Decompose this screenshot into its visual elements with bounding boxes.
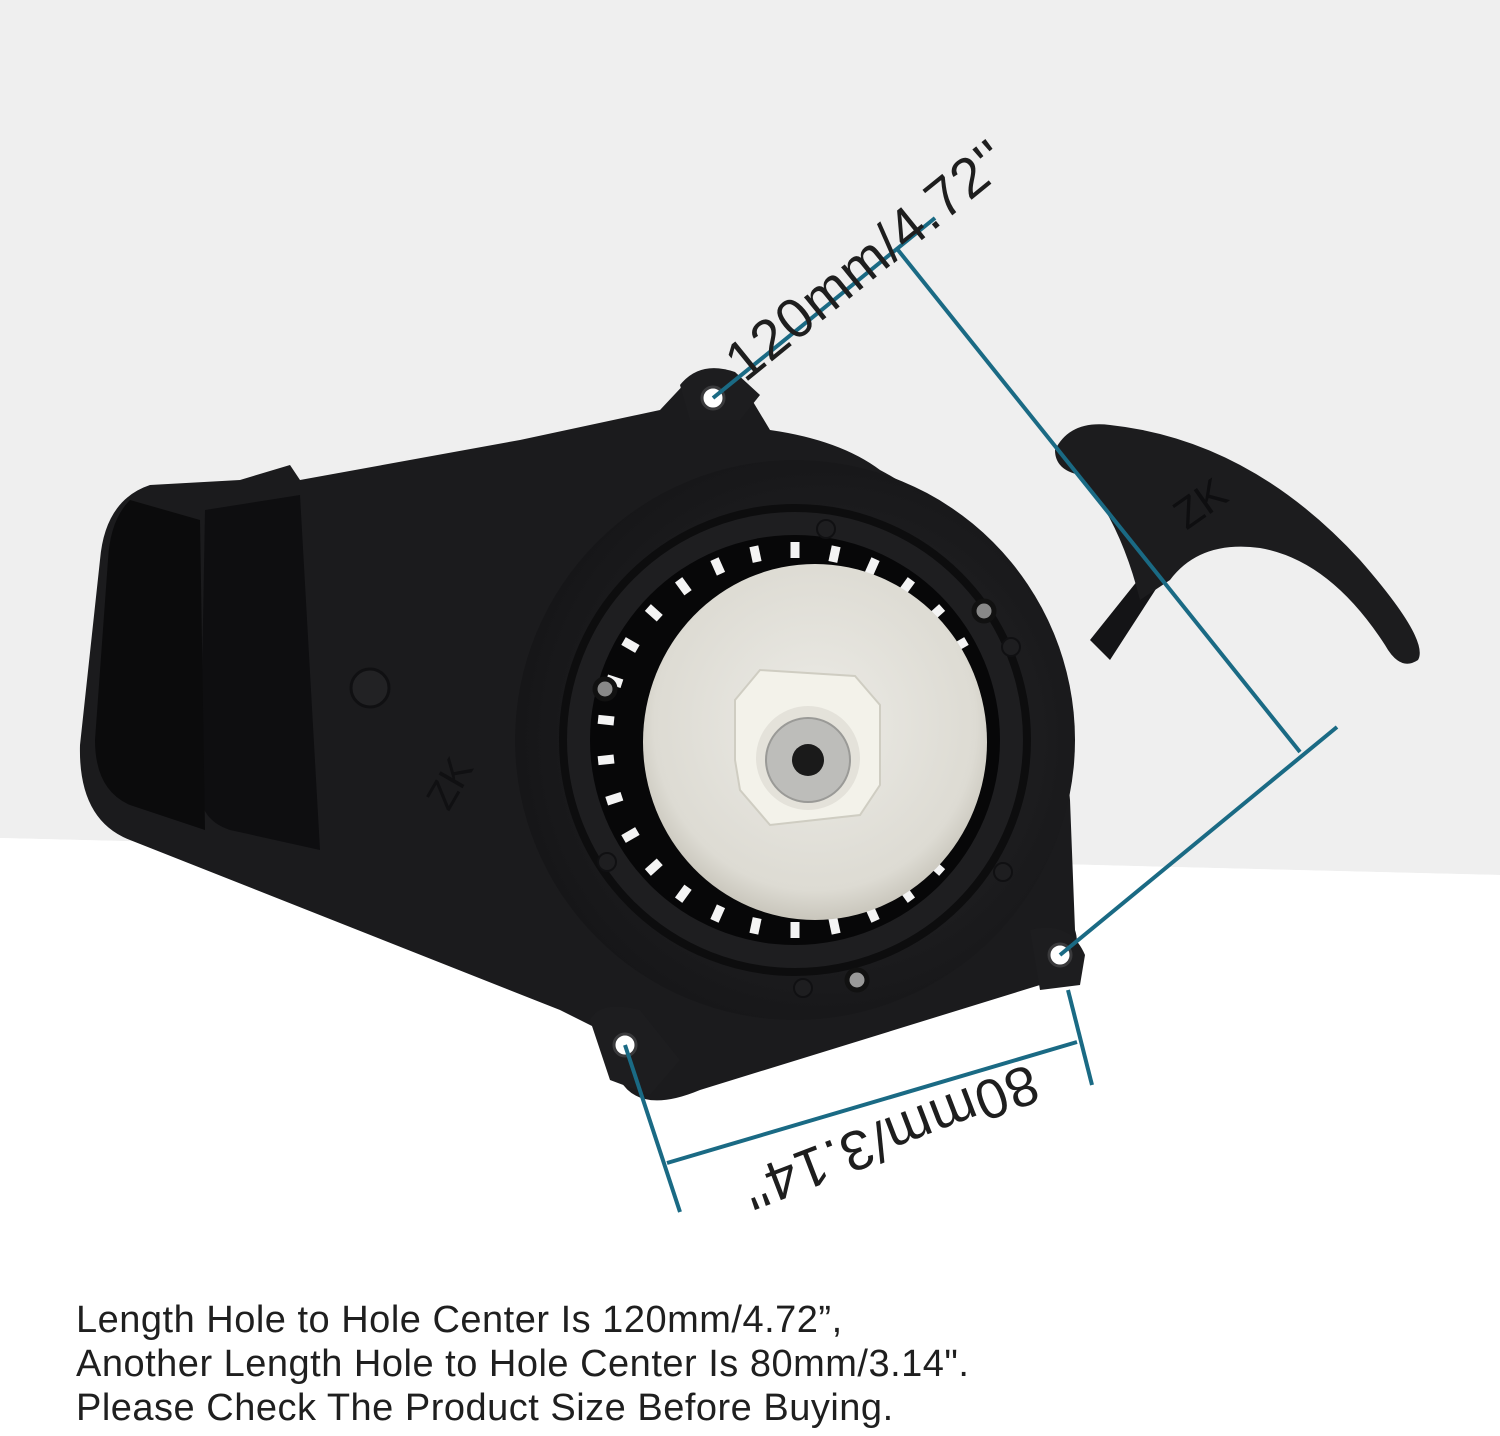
- size-note-line-1: Length Hole to Hole Center Is 120mm/4.72…: [76, 1299, 843, 1341]
- dimension-lines: [623, 216, 1339, 1213]
- size-note-line-3: Please Check The Product Size Before Buy…: [76, 1387, 894, 1429]
- size-note-line-2: Another Length Hole to Hole Center Is 80…: [76, 1343, 970, 1385]
- size-note: Length Hole to Hole Center Is 120mm/4.72…: [76, 1298, 969, 1430]
- screws: [592, 519, 1021, 998]
- pull-handle: ZK: [1055, 424, 1420, 664]
- ratchet-cam: [734, 668, 881, 827]
